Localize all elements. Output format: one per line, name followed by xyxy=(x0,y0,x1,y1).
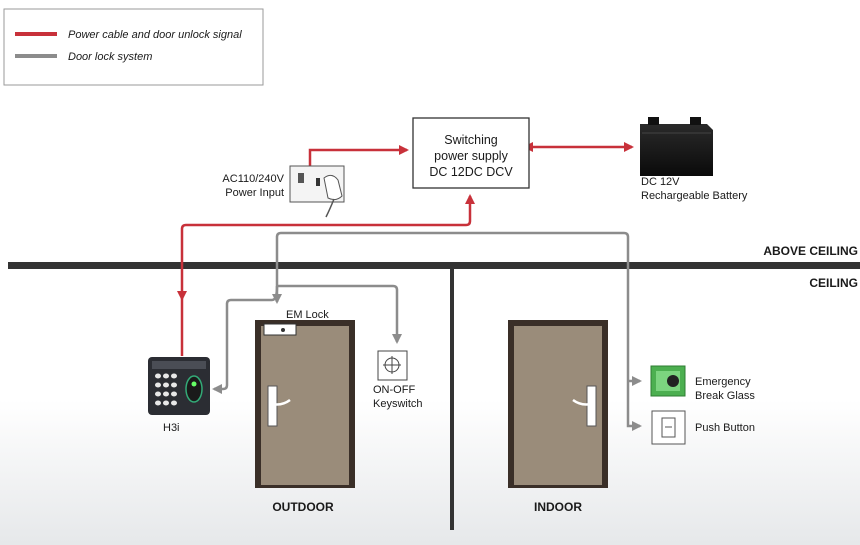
socket-pin xyxy=(316,178,320,186)
keypad-key xyxy=(171,400,177,406)
push-button-label: Push Button xyxy=(695,422,755,434)
ceiling-label: CEILING xyxy=(809,276,858,290)
power-supply-box xyxy=(412,117,530,189)
fingerprint-sensor xyxy=(185,375,203,403)
plug-body xyxy=(323,174,343,201)
power-socket: AC110/240V Power Input xyxy=(222,165,345,218)
em-lock: EM Lock xyxy=(263,309,329,336)
keyswitch-line2: Keyswitch xyxy=(373,398,423,410)
break-glass-line1: Emergency xyxy=(695,376,751,388)
break-glass-line2: Break Glass xyxy=(695,390,755,402)
battery-line2: Rechargeable Battery xyxy=(641,190,748,202)
em-lock-label: EM Lock xyxy=(286,309,329,321)
indoor-label: INDOOR xyxy=(534,500,582,514)
wire-push-button xyxy=(626,258,642,431)
battery: DC 12V Rechargeable Battery xyxy=(640,117,748,202)
keypad-key xyxy=(171,382,177,388)
keyswitch: ON-OFF Keyswitch xyxy=(373,350,423,410)
push-button: Push Button xyxy=(651,410,755,445)
battery-terminal-right xyxy=(690,117,701,125)
keypad-key xyxy=(171,373,177,379)
keypad-key xyxy=(163,391,169,397)
wire-mains-to-psu xyxy=(308,145,409,166)
keypad-key xyxy=(155,391,161,397)
outdoor-label: OUTDOOR xyxy=(272,500,334,514)
indoor-door-handle xyxy=(572,398,592,406)
power-supply-line2: power supply xyxy=(434,149,508,163)
power-input-line2: Power Input xyxy=(225,187,284,199)
plug-cable xyxy=(325,198,335,218)
interior-wall xyxy=(450,268,454,530)
battery-terminal-left xyxy=(648,117,659,125)
power-wires xyxy=(177,142,634,356)
legend-label-power: Power cable and door unlock signal xyxy=(68,29,242,41)
wire-psu-terminal xyxy=(177,194,475,301)
ceiling-bar xyxy=(8,262,860,269)
power-input-line1: AC110/240V xyxy=(222,173,284,185)
battery-body xyxy=(640,124,713,176)
keypad-key xyxy=(155,400,161,406)
outdoor-door-plate xyxy=(267,385,278,427)
outdoor-door: OUTDOOR xyxy=(255,320,355,514)
above-ceiling-label: ABOVE CEILING xyxy=(763,244,858,258)
break-glass-button-icon xyxy=(667,375,679,387)
power-supply-line1: Switching xyxy=(444,133,498,147)
em-lock-dot xyxy=(281,328,285,332)
keyswitch-line1: ON-OFF xyxy=(373,384,415,396)
legend: Power cable and door unlock signal Door … xyxy=(3,8,264,86)
keypad-key xyxy=(163,400,169,406)
indoor-door: INDOOR xyxy=(508,320,608,514)
h3i-terminal: H3i xyxy=(148,357,210,434)
legend-label-lock: Door lock system xyxy=(68,51,152,63)
break-glass: Emergency Break Glass xyxy=(650,365,755,402)
keypad-key xyxy=(171,391,177,397)
indoor-door-plate xyxy=(586,385,597,427)
socket-switch xyxy=(298,173,304,183)
legend-box xyxy=(3,8,264,86)
keypad-key xyxy=(163,382,169,388)
battery-line1: DC 12V xyxy=(641,176,680,188)
power-supply: Switching power supply DC 12DC DCV xyxy=(412,117,530,189)
terminal-label: H3i xyxy=(163,422,180,434)
keypad-key xyxy=(155,373,161,379)
outdoor-door-handle xyxy=(271,398,291,406)
keypad-key xyxy=(155,382,161,388)
floor-shade xyxy=(0,400,860,545)
em-lock-body xyxy=(263,323,297,336)
terminal-display xyxy=(152,361,206,369)
power-supply-line3: DC 12DC DCV xyxy=(429,165,513,179)
terminal-keypad xyxy=(155,373,177,406)
fingerprint-led xyxy=(191,381,197,387)
keypad-key xyxy=(163,373,169,379)
